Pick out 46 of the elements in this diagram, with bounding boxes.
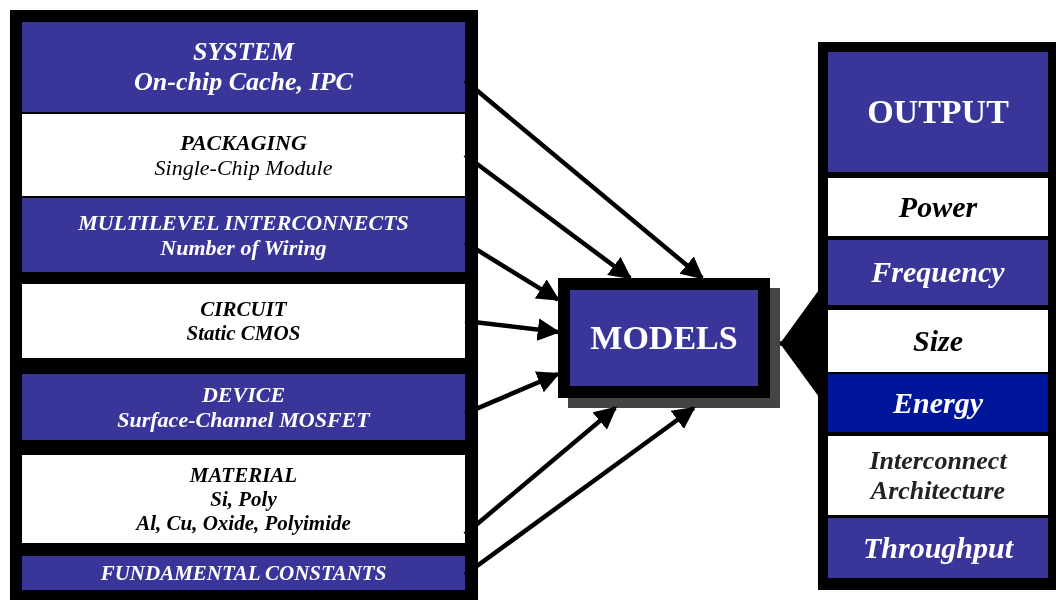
output-band xyxy=(828,52,1048,172)
input-band xyxy=(22,455,465,543)
output-band xyxy=(828,310,1048,372)
arrow xyxy=(463,406,696,577)
band-heading: Power xyxy=(898,189,978,225)
arrow xyxy=(464,371,561,416)
band-detail: On-chip Cache, IPC xyxy=(134,67,353,97)
band-heading: Energy xyxy=(893,385,983,421)
band-heading: Frequency xyxy=(871,255,1005,290)
arrow xyxy=(463,153,632,280)
band-heading: MATERIAL xyxy=(189,462,298,487)
band-heading: FUNDAMENTAL CONSTANTS xyxy=(100,560,387,586)
input-panel xyxy=(10,10,478,600)
arrow xyxy=(463,240,560,302)
band-heading: DEVICE xyxy=(201,381,286,407)
band-detail: Si, Poly xyxy=(210,486,277,512)
band-heading: PACKAGING xyxy=(180,129,307,155)
output-band xyxy=(828,178,1048,236)
band-detail: Surface-Channel MOSFET xyxy=(117,407,370,433)
arrow xyxy=(463,78,704,280)
input-band xyxy=(22,22,465,112)
arrow xyxy=(464,318,561,341)
band-detail: Single-Chip Module xyxy=(154,155,333,181)
output-band xyxy=(828,240,1048,305)
band-heading: OUTPUT xyxy=(867,92,1009,132)
band-heading: CIRCUIT xyxy=(200,296,287,321)
band-heading: MULTILEVEL INTERCONNECTS xyxy=(78,209,409,235)
output-band xyxy=(828,436,1048,515)
band-detail: Static CMOS xyxy=(186,321,301,346)
input-band xyxy=(22,284,465,358)
input-band xyxy=(22,114,465,196)
band-detail: Al, Cu, Oxide, Polyimide xyxy=(136,511,351,536)
band-heading: Interconnect Architecture xyxy=(868,445,1009,506)
band-heading: MODELS xyxy=(590,318,738,358)
input-band xyxy=(22,374,465,440)
output-band xyxy=(828,518,1048,578)
output-panel xyxy=(818,42,1056,590)
band-detail: Number of Wiring xyxy=(160,235,327,261)
wedge-connector xyxy=(780,288,820,399)
input-band xyxy=(22,556,465,590)
band-heading: Throughput xyxy=(862,530,1014,566)
band-heading: Size xyxy=(913,323,963,359)
arrow xyxy=(463,406,617,536)
band-heading: SYSTEM xyxy=(192,37,295,67)
input-band xyxy=(22,198,465,272)
output-band xyxy=(828,374,1048,432)
